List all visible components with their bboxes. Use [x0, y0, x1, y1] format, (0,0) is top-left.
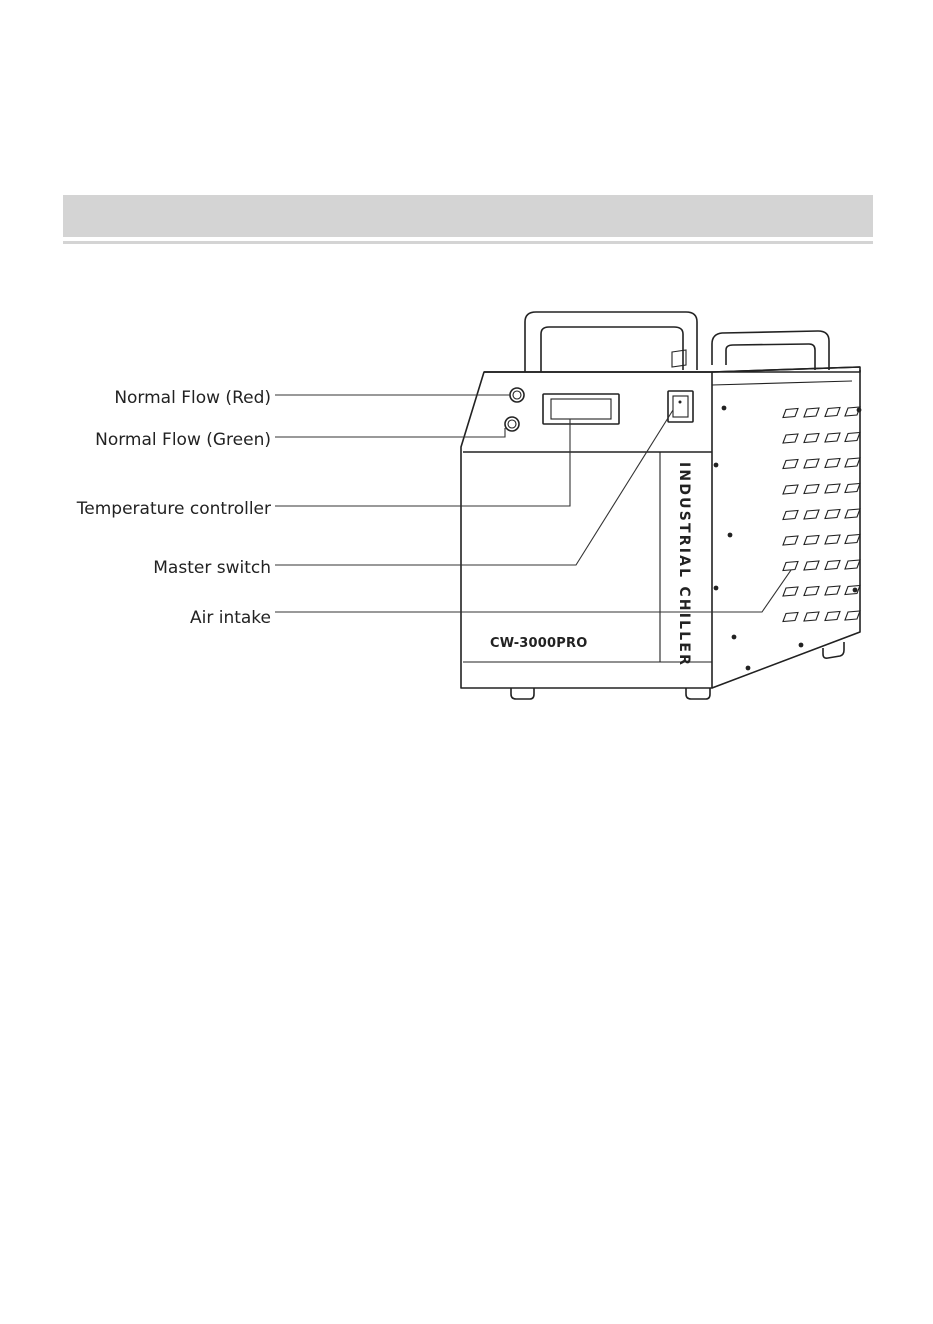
- label-normal-flow-green: Normal Flow (Green): [95, 430, 271, 450]
- screw-icon: [722, 406, 727, 411]
- screw-icon: [714, 463, 719, 468]
- leader-temperature-controller: [275, 419, 570, 506]
- label-master-switch: Master switch: [153, 558, 271, 578]
- vent-slot: [804, 459, 819, 468]
- vent-slot: [783, 536, 798, 545]
- callout-leaders: [275, 395, 791, 612]
- leader-master-switch: [275, 410, 673, 565]
- vent-slot: [825, 586, 840, 595]
- vent-slot: [804, 510, 819, 519]
- vent-slot: [825, 484, 840, 493]
- label-normal-flow-red: Normal Flow (Red): [114, 388, 271, 408]
- vent-slot: [845, 484, 860, 493]
- screw-icon: [857, 408, 862, 413]
- vent-slot: [825, 535, 840, 544]
- vent-slot: [825, 408, 840, 417]
- vent-slot: [825, 561, 840, 570]
- screw-icon: [853, 588, 858, 593]
- vent-slot: [804, 536, 819, 545]
- vent-slot: [845, 433, 860, 442]
- vent-slot: [845, 611, 860, 620]
- vent-slot: [783, 434, 798, 443]
- vent-slot: [845, 586, 860, 595]
- vent-slot: [845, 560, 860, 569]
- vent-slot: [825, 612, 840, 621]
- screw-icon: [732, 635, 737, 640]
- vent-slot: [783, 511, 798, 520]
- air-intake-vents: [783, 407, 860, 622]
- model-label: CW-3000PRO: [490, 636, 587, 651]
- vent-slot: [804, 561, 819, 570]
- vent-slot: [783, 409, 798, 418]
- vent-slot: [783, 485, 798, 494]
- vent-slot: [845, 535, 860, 544]
- leader-air-intake: [275, 570, 791, 612]
- label-air-intake: Air intake: [190, 608, 271, 628]
- vent-slot: [804, 408, 819, 417]
- screw-icon: [728, 533, 733, 538]
- vent-slot: [804, 587, 819, 596]
- control-panel: [505, 388, 693, 431]
- label-temperature-controller: Temperature controller: [76, 499, 271, 519]
- screw-icon: [799, 643, 804, 648]
- vent-slot: [804, 434, 819, 443]
- vent-slot: [825, 510, 840, 519]
- vent-slot: [825, 459, 840, 468]
- leader-normal-flow-green: [275, 428, 505, 437]
- green-flow-indicator-icon: [505, 417, 519, 431]
- vent-slot: [845, 509, 860, 518]
- vent-slot: [783, 460, 798, 469]
- vent-slot: [804, 485, 819, 494]
- screw-icon: [714, 586, 719, 591]
- vent-slot: [845, 458, 860, 467]
- vent-slot: [825, 433, 840, 442]
- vent-slot: [783, 613, 798, 622]
- red-flow-indicator-icon: [510, 388, 524, 402]
- vent-slot: [783, 587, 798, 596]
- screw-icon: [746, 666, 751, 671]
- carry-handles: [525, 312, 829, 372]
- vent-slot: [783, 562, 798, 571]
- vent-slot: [804, 612, 819, 621]
- side-label: INDUSTRIAL CHILLER: [676, 462, 692, 667]
